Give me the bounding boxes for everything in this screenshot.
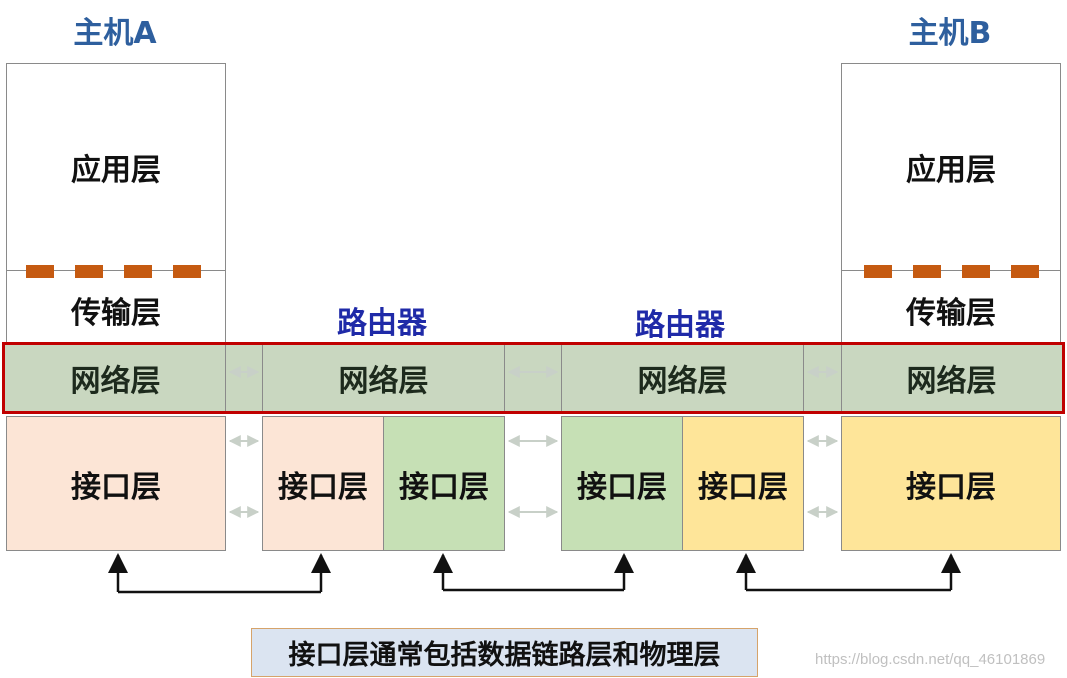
router-2-interface-left-label: 接口层 — [577, 469, 667, 505]
host-b-socket-dash-4 — [1011, 265, 1039, 278]
host-b-title: 主机B — [908, 16, 992, 51]
host-a-transport-layer: 传输层 — [6, 270, 226, 343]
router-2-interface-right: 接口层 — [682, 416, 804, 551]
host-b-application-label: 应用层 — [906, 153, 996, 188]
host-a-network-label: 网络层 — [70, 364, 161, 399]
host-a-application-label: 应用层 — [71, 153, 161, 188]
host-b-socket-dash-2 — [913, 265, 941, 278]
interface-note: 接口层通常包括数据链路层和物理层 — [251, 628, 758, 677]
host-b-network-label: 网络层 — [906, 364, 997, 399]
host-b-interface-layer: 接口层 — [841, 416, 1061, 551]
router-1-network-label: 网络层 — [338, 364, 429, 399]
host-a-transport-label: 传输层 — [71, 295, 161, 331]
router-2-interface-right-label: 接口层 — [698, 469, 788, 505]
router-1-interface-right-label: 接口层 — [399, 469, 489, 505]
host-a-interface-layer: 接口层 — [6, 416, 226, 551]
host-b-network-layer: 网络层 — [841, 343, 1061, 413]
network-layer-band — [2, 343, 1064, 413]
host-b-transport-label: 传输层 — [906, 295, 996, 331]
host-a-interface-label: 接口层 — [71, 469, 161, 505]
host-a-socket-dash-4 — [173, 265, 201, 278]
host-b-socket-dash-1 — [864, 265, 892, 278]
faint-double-arrows — [228, 366, 839, 518]
host-b-interface-label: 接口层 — [906, 469, 996, 505]
interface-note-text: 接口层通常包括数据链路层和物理层 — [288, 640, 721, 671]
router-2-network-label: 网络层 — [637, 364, 728, 399]
host-a-application-layer: 应用层 — [6, 63, 226, 271]
network-layer-highlight — [2, 342, 1065, 414]
router-2-network-layer: 网络层 — [561, 343, 804, 413]
host-a-network-layer: 网络层 — [6, 343, 226, 413]
router-1-interface-left: 接口层 — [262, 416, 384, 551]
router-1-interface-right: 接口层 — [383, 416, 505, 551]
host-a-socket-dash-3 — [124, 265, 152, 278]
router-1-interface-left-label: 接口层 — [278, 469, 368, 505]
host-a-socket-dash-2 — [75, 265, 103, 278]
router-2-interface-left: 接口层 — [561, 416, 683, 551]
router-1-title: 路由器 — [337, 306, 427, 341]
router-1-network-layer: 网络层 — [262, 343, 505, 413]
watermark: https://blog.csdn.net/qq_46101869 — [815, 651, 1046, 668]
host-a-socket-dash-1 — [26, 265, 54, 278]
host-a-title: 主机A — [73, 16, 157, 51]
host-b-socket-dash-3 — [962, 265, 990, 278]
router-2-title: 路由器 — [635, 308, 725, 343]
